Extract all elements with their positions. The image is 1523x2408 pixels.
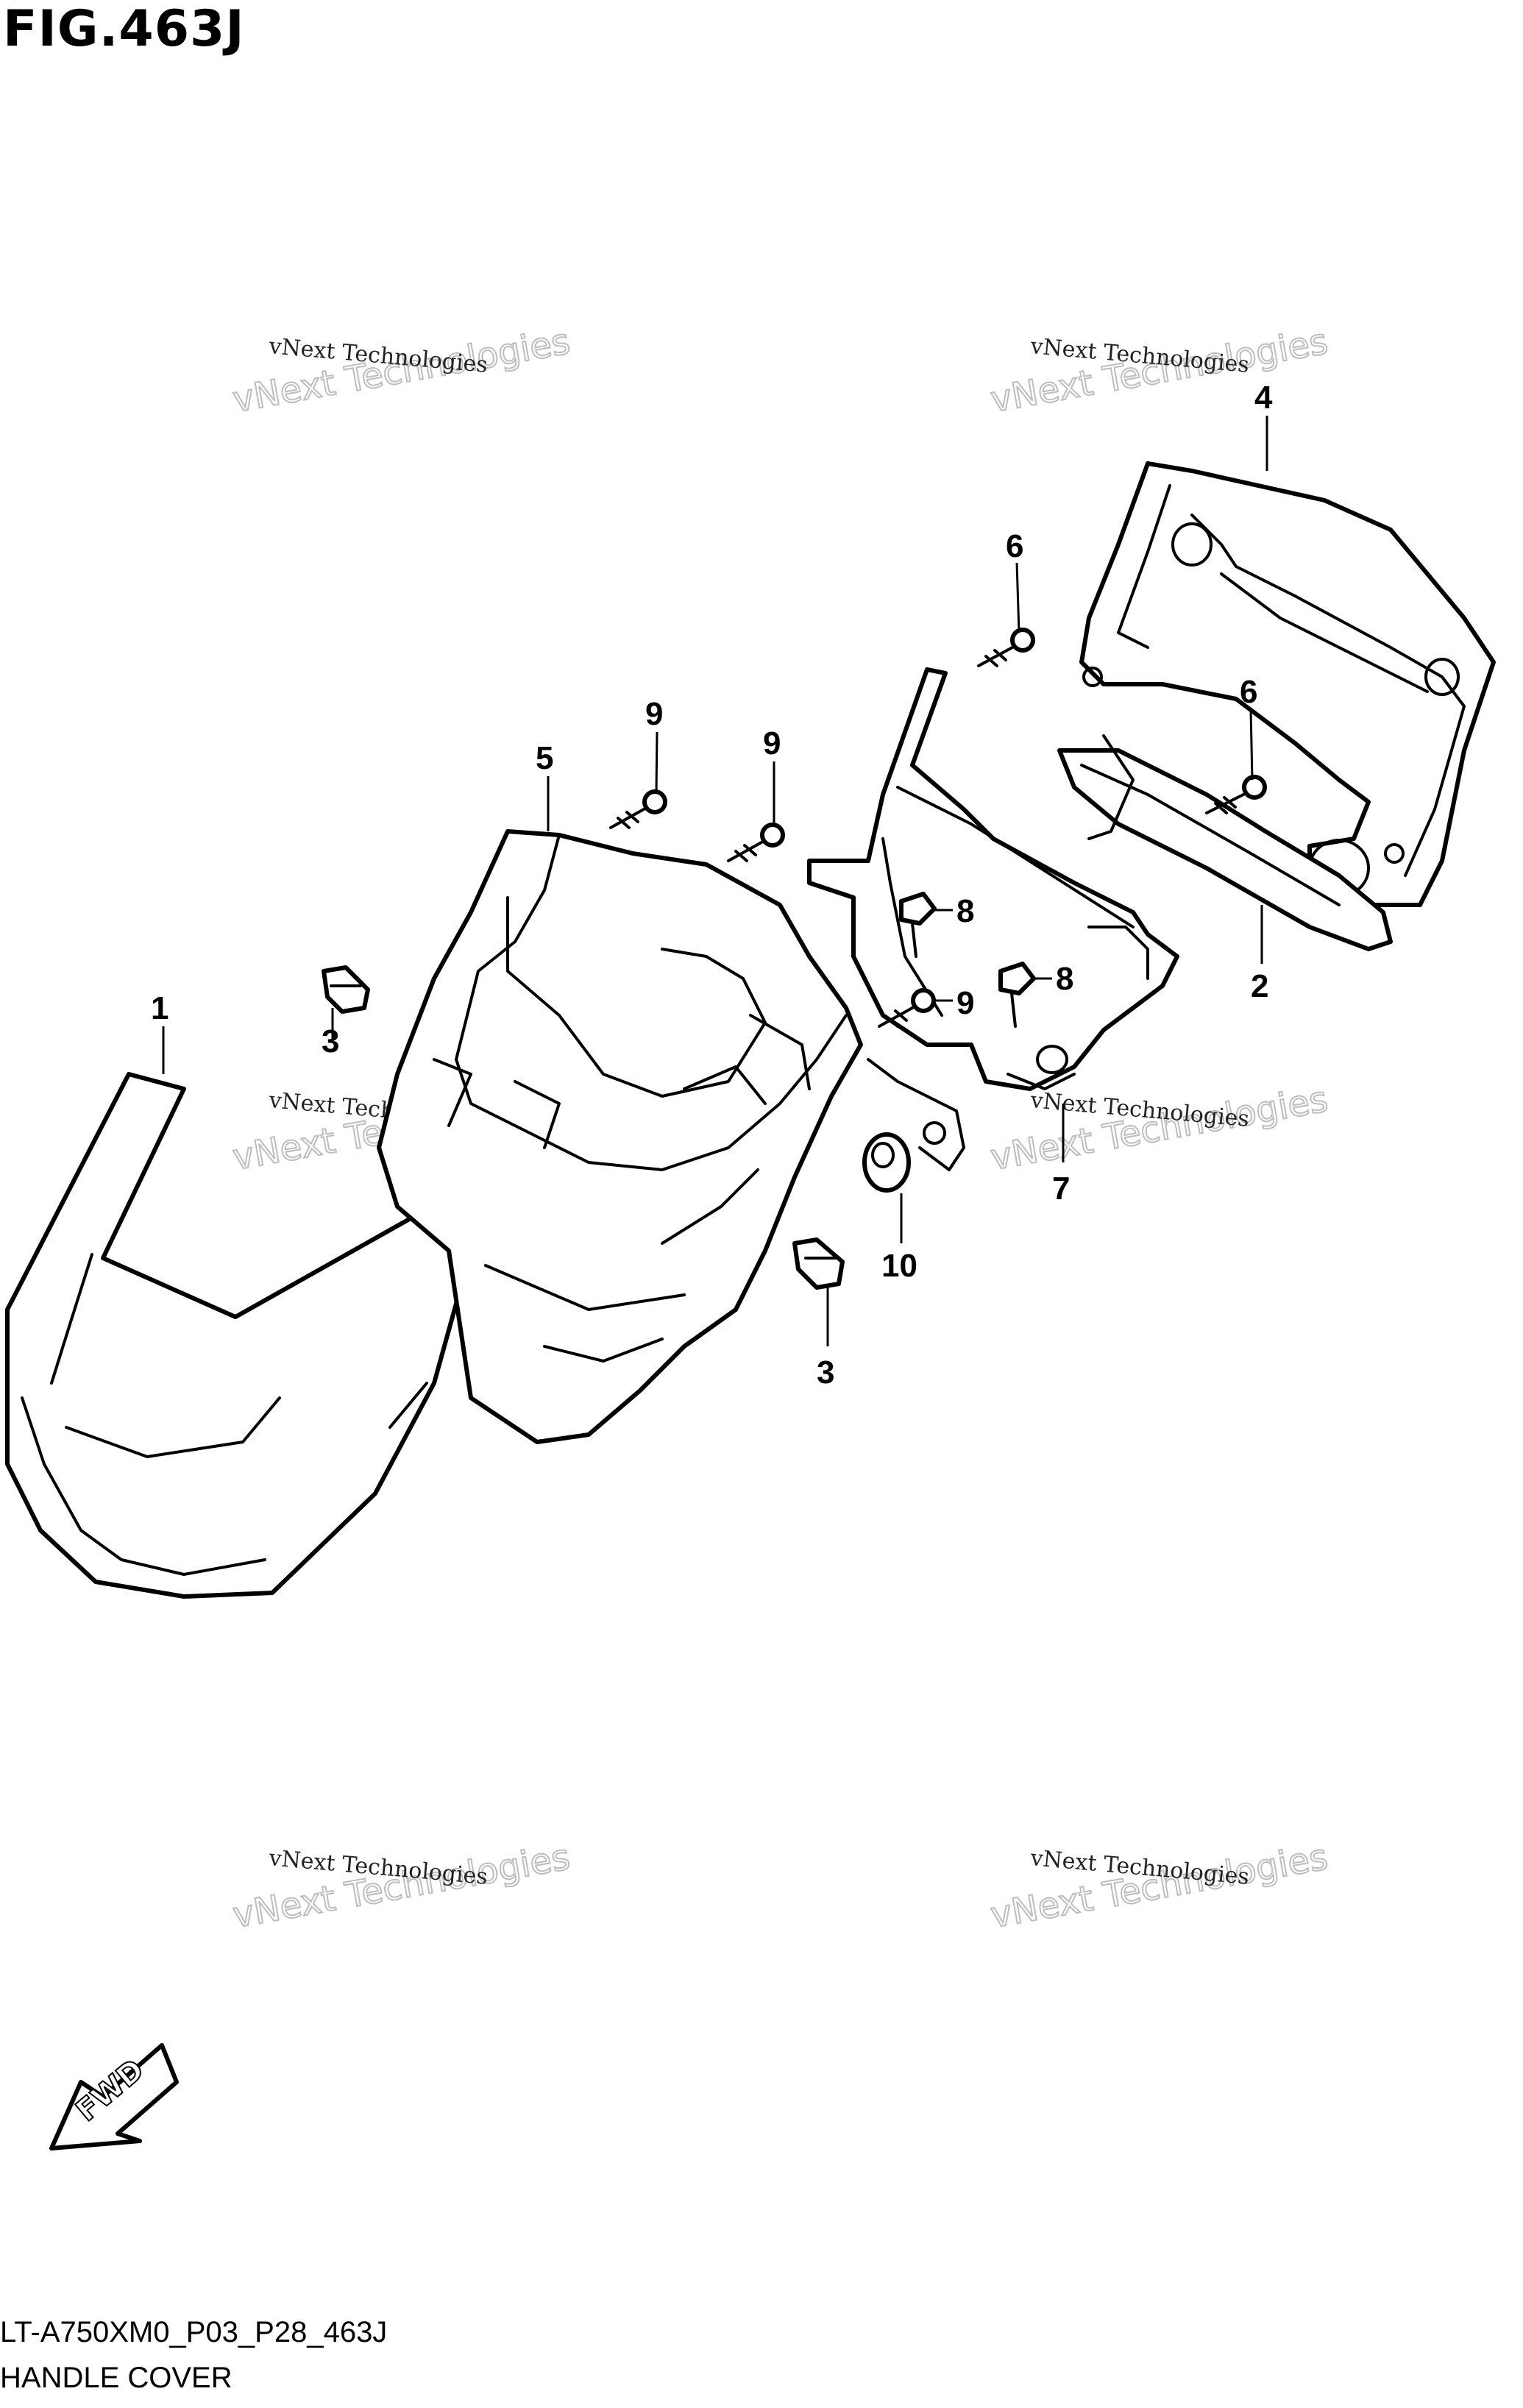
watermark-bottom-right: vNext Technologies vNext Technologies [987,1836,1332,1937]
callout-6-right: 6 [1240,674,1257,710]
figure-caption: HANDLE COVER [0,2362,232,2394]
model-code: LT-A750XM0_P03_P28_463J [0,2316,388,2348]
callout-8-b: 8 [1056,961,1073,997]
leader-lines [162,416,1268,1346]
fastener-6-top [977,628,1035,667]
callout-3-a: 3 [322,1023,339,1059]
fastener-8-a [899,892,937,958]
part-2-lower-panel [1057,748,1393,951]
fastener-9-b [727,823,785,862]
clip-3-a [322,965,370,1014]
fastener-8-b [998,962,1036,1028]
callout-8-a: 8 [956,893,974,929]
fwd-direction-arrow: FWD [49,2043,179,2150]
part-5-handle-cover-body [377,829,863,1444]
part-7-bracket [807,667,1179,1171]
fastener-6-right [1205,775,1267,814]
watermark-bottom-left: vNext Technologies vNext Technologies [229,1836,574,1937]
callout-10: 10 [881,1248,917,1284]
callout-9-b: 9 [763,725,781,761]
grommet-10 [862,1132,911,1193]
callout-9-a: 9 [645,696,663,732]
watermark-top-left: vNext Technologies vNext Technologies [229,320,574,422]
callout-5: 5 [536,740,553,776]
callout-6-top: 6 [1006,528,1023,564]
watermark-mid-right: vNext Technologies vNext Technologies [987,1078,1332,1179]
callout-3-b: 3 [817,1354,834,1391]
callout-9-c: 9 [956,985,974,1021]
callout-2: 2 [1251,968,1268,1004]
fastener-9-a [609,789,667,829]
watermark-top-right: vNext Technologies vNext Technologies [987,320,1332,422]
part-1-front-cover [5,1072,473,1599]
fastener-9-c [878,988,936,1028]
callout-1: 1 [151,990,168,1026]
figure-title: FIG.463J [3,0,245,58]
clip-3-b [792,1237,845,1290]
callout-7: 7 [1052,1171,1070,1207]
part-4-meter-frame [1079,461,1496,907]
callout-4: 4 [1254,380,1273,416]
